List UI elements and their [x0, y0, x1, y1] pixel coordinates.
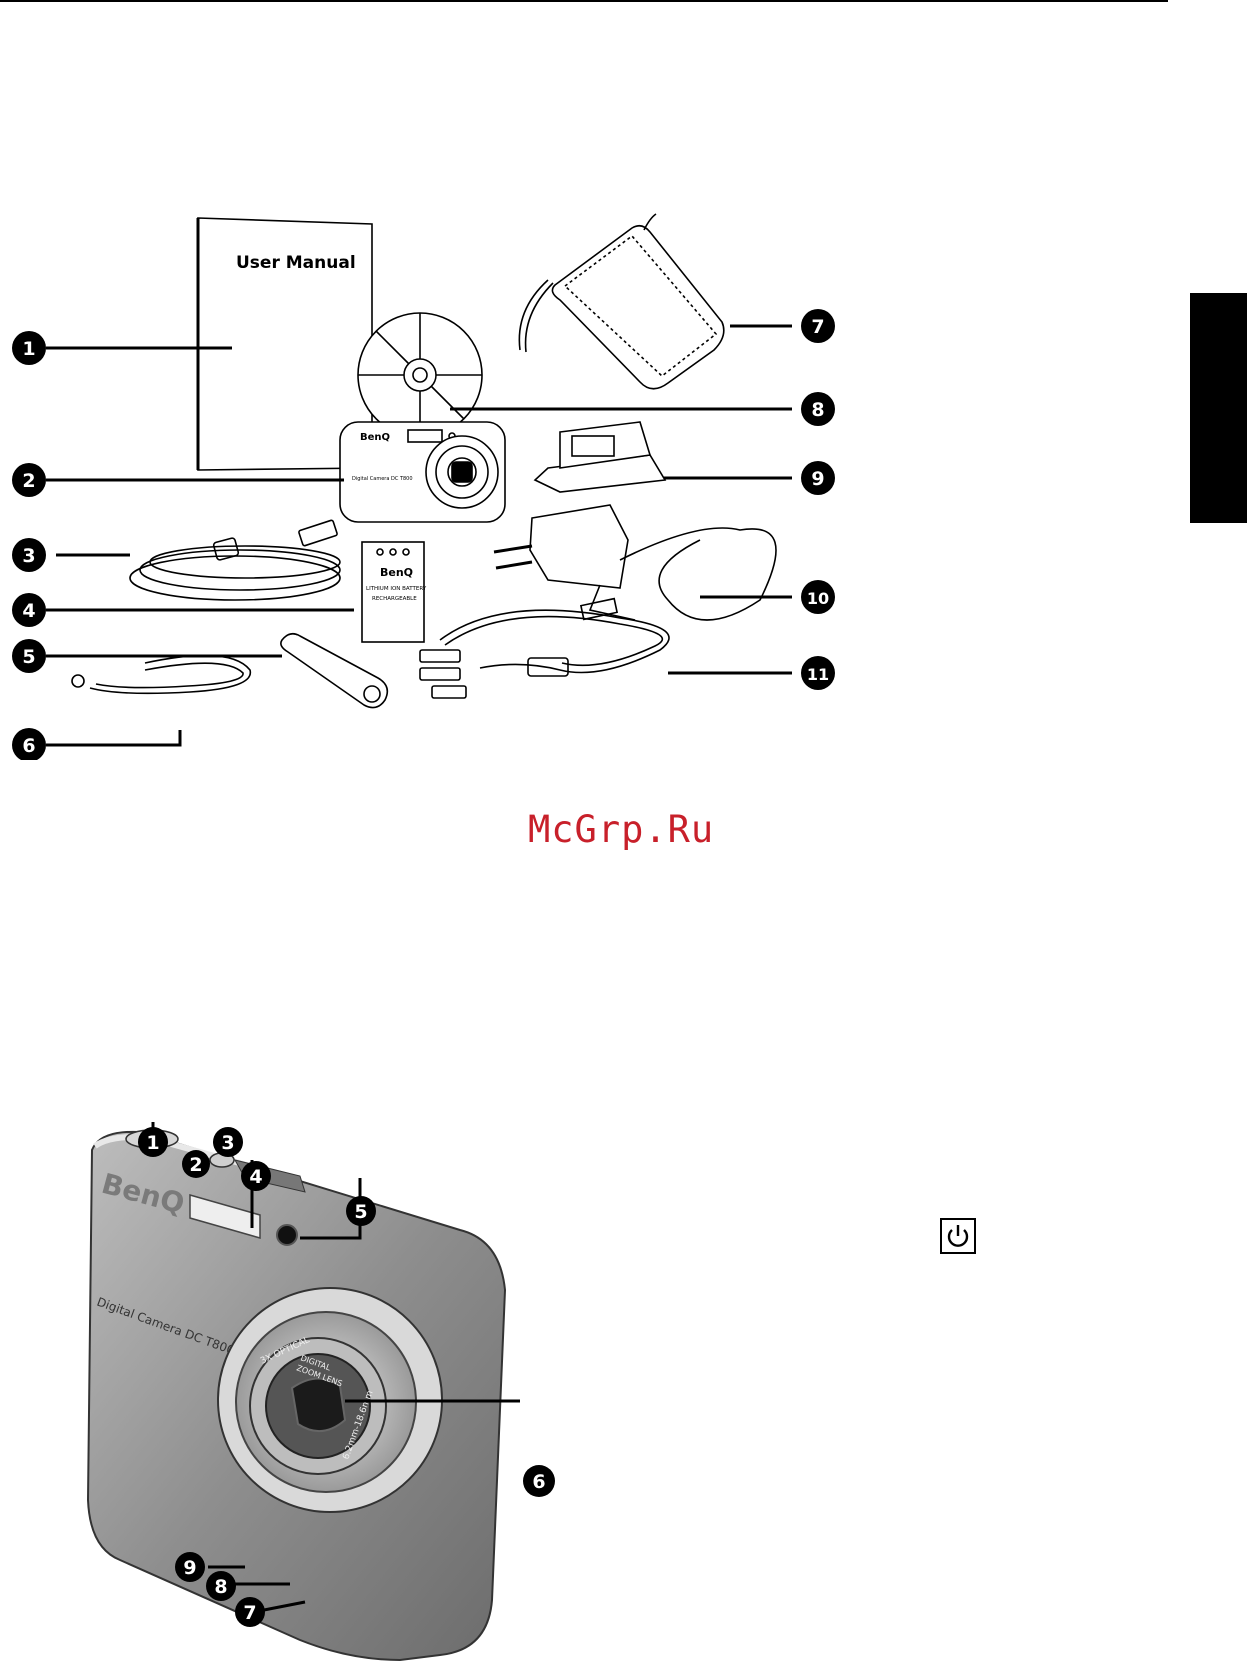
callout-4: 4: [12, 593, 46, 627]
stylus-drawing: [281, 634, 387, 708]
camera-brand-text: BenQ: [360, 432, 390, 443]
ac-adapter-drawing: [494, 505, 776, 620]
svg-text:11: 11: [807, 665, 829, 684]
callout-11: 11: [801, 656, 835, 690]
svg-text:9: 9: [811, 468, 824, 490]
callout-8: 8: [801, 392, 835, 426]
callout-5: 5: [12, 639, 46, 673]
callout-3: 3: [12, 538, 46, 572]
front-callout-6-text: 6: [532, 1471, 545, 1493]
svg-text:10: 10: [807, 589, 829, 608]
callout-6: 6: [12, 728, 46, 760]
front-callout-3-text: 3: [221, 1132, 234, 1154]
front-callout-4-text: 4: [249, 1166, 262, 1188]
manual-title-text: User Manual: [236, 253, 356, 273]
section-tab: [1190, 293, 1247, 523]
callout-2: 2: [12, 463, 46, 497]
battery-brand-text: BenQ: [380, 566, 413, 579]
svg-text:5: 5: [22, 646, 35, 668]
camera-front-callouts: 1 2 3 4 5 6 7 8 9: [0, 1120, 580, 1663]
battery-drawing: [362, 542, 424, 642]
front-callout-1-text: 1: [146, 1132, 159, 1154]
svg-text:1: 1: [22, 338, 35, 360]
pouch-drawing: [519, 214, 723, 389]
camera-model-text: Digital Camera DC T800: [352, 476, 413, 482]
svg-text:8: 8: [811, 399, 824, 421]
callout-10: 10: [801, 580, 835, 614]
front-callout-9-text: 9: [183, 1557, 196, 1579]
power-icon-glyph: [942, 1220, 974, 1252]
battery-charger-drawing: [535, 422, 665, 492]
callout-7: 7: [801, 309, 835, 343]
svg-text:3: 3: [22, 545, 35, 567]
battery-rechargeable-text: RECHARGEABLE: [372, 596, 417, 602]
callout-1: 1: [12, 331, 46, 365]
svg-text:6: 6: [22, 735, 35, 757]
cd-drawing: [358, 313, 482, 437]
callout-9: 9: [801, 461, 835, 495]
power-icon: [940, 1218, 976, 1254]
front-callout-5-text: 5: [354, 1201, 367, 1223]
front-callout-7-text: 7: [243, 1602, 256, 1624]
battery-type-text: LITHIUM ION BATTERY: [366, 586, 427, 592]
wrist-strap-drawing: [72, 655, 250, 693]
svg-text:7: 7: [811, 316, 824, 338]
front-callout-8-text: 8: [214, 1576, 227, 1598]
svg-text:4: 4: [22, 600, 35, 622]
usb-cable-drawing: [130, 520, 340, 600]
front-callout-2-text: 2: [189, 1154, 202, 1176]
svg-text:2: 2: [22, 470, 35, 492]
watermark-text: McGrp.Ru: [528, 808, 714, 851]
av-cable-drawing: [420, 610, 669, 698]
package-contents-illustration: User Manual BenQ Digital Camera DC T800 …: [0, 200, 860, 760]
top-rule: [0, 0, 1168, 2]
